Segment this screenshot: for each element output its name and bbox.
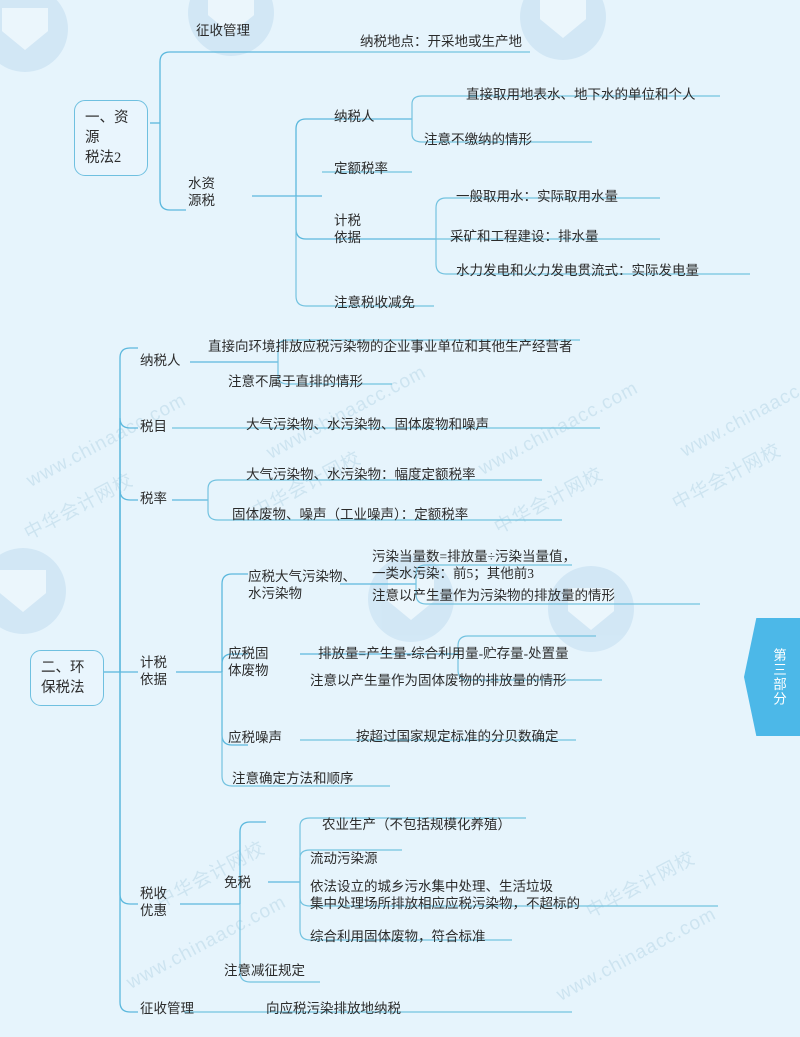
leaf-pay-at-discharge-place[interactable]: 向应税污染排放地纳税 xyxy=(266,1001,401,1016)
leaf-solid-noise-fixed-rate[interactable]: 固体废物、噪声（工业噪声）：定额税率 xyxy=(232,507,469,522)
leaf-tax-location[interactable]: 纳税地点：开采地或生产地 xyxy=(360,34,522,49)
leaf-decibel-over-standard[interactable]: 按超过国家规定标准的分贝数确定 xyxy=(356,729,559,744)
leaf-direct-water-users[interactable]: 直接取用地表水、地下水的单位和个人 xyxy=(466,87,696,102)
leaf-direct-dischargers[interactable]: 直接向环境排放应税污染物的企业事业单位和其他生产经营者 xyxy=(208,339,573,354)
leaf-non-payment-cases[interactable]: 注意不缴纳的情形 xyxy=(424,132,532,147)
child-label-taxable-noise[interactable]: 应税噪声 xyxy=(228,730,282,745)
child-label-tax-reduction-note[interactable]: 注意税收减免 xyxy=(334,295,415,310)
leaf-air-water-range-rate[interactable]: 大气污染物、水污染物：幅度定额税率 xyxy=(246,467,476,482)
leaf-general-water-use[interactable]: 一般取用水：实际取用水量 xyxy=(456,189,618,204)
child-label-tax-basis[interactable]: 计税 依据 xyxy=(334,213,361,245)
leaf-sewage-garbage-treatment[interactable]: 依法设立的城乡污水集中处理、生活垃圾 集中处理场所排放相应应税污染物，不超标的 xyxy=(310,879,580,911)
section-tab-label: 第三部分 xyxy=(771,648,786,706)
root-node-environmental-tax[interactable]: 二、环 保税法 xyxy=(30,650,104,706)
child-label-method-order-note[interactable]: 注意确定方法和顺序 xyxy=(232,771,354,786)
leaf-mobile-pollution-source[interactable]: 流动污染源 xyxy=(310,851,378,866)
branch-label-env-taxpayer[interactable]: 纳税人 xyxy=(140,353,181,368)
branch-label-tax-incentives[interactable]: 税收 优惠 xyxy=(140,886,167,918)
branch-label-collection-admin[interactable]: 征收管理 xyxy=(196,23,250,38)
child-label-reduction-note[interactable]: 注意减征规定 xyxy=(224,963,305,978)
root-node-resource-tax[interactable]: 一、资源 税法2 xyxy=(74,100,148,176)
leaf-output-as-discharge-solid[interactable]: 注意以产生量作为固体废物的排放量的情形 xyxy=(310,673,567,688)
leaf-discharge-formula[interactable]: 排放量=产生量-综合利用量-贮存量-处置量 xyxy=(318,646,569,661)
branch-label-tax-rate[interactable]: 税率 xyxy=(140,491,167,506)
branch-label-env-collection-admin[interactable]: 征收管理 xyxy=(140,1001,194,1016)
child-label-taxable-air-water[interactable]: 应税大气污染物、 水污染物 xyxy=(248,569,356,601)
leaf-solid-waste-utilization[interactable]: 综合利用固体废物，符合标准 xyxy=(310,929,486,944)
leaf-pollution-equivalent-formula[interactable]: 污染当量数=排放量÷污染当量值， 一类水污染：前5；其他前3 xyxy=(372,549,577,581)
leaf-output-as-discharge-air-water[interactable]: 注意以产生量作为污染物的排放量的情形 xyxy=(372,588,615,603)
section-tab-part-three[interactable]: 第三部分 xyxy=(744,618,800,736)
leaf-mining-construction[interactable]: 采矿和工程建设：排水量 xyxy=(450,229,599,244)
branch-label-water-resource-tax[interactable]: 水资 源税 xyxy=(188,176,215,208)
branch-label-tax-items[interactable]: 税目 xyxy=(140,419,167,434)
leaf-not-direct-discharge[interactable]: 注意不属于直排的情形 xyxy=(228,374,363,389)
branch-label-env-tax-basis[interactable]: 计税 依据 xyxy=(140,655,167,687)
child-label-fixed-rate[interactable]: 定额税率 xyxy=(334,161,388,176)
leaf-hydro-thermal-power[interactable]: 水力发电和火力发电贯流式：实际发电量 xyxy=(456,263,699,278)
leaf-agricultural-production[interactable]: 农业生产（不包括规模化养殖） xyxy=(322,817,511,832)
leaf-four-pollutant-types[interactable]: 大气污染物、水污染物、固体废物和噪声 xyxy=(246,417,489,432)
child-label-taxable-solid-waste[interactable]: 应税固 体废物 xyxy=(228,646,269,678)
child-label-taxpayer[interactable]: 纳税人 xyxy=(334,109,375,124)
child-label-exemption[interactable]: 免税 xyxy=(224,875,251,890)
